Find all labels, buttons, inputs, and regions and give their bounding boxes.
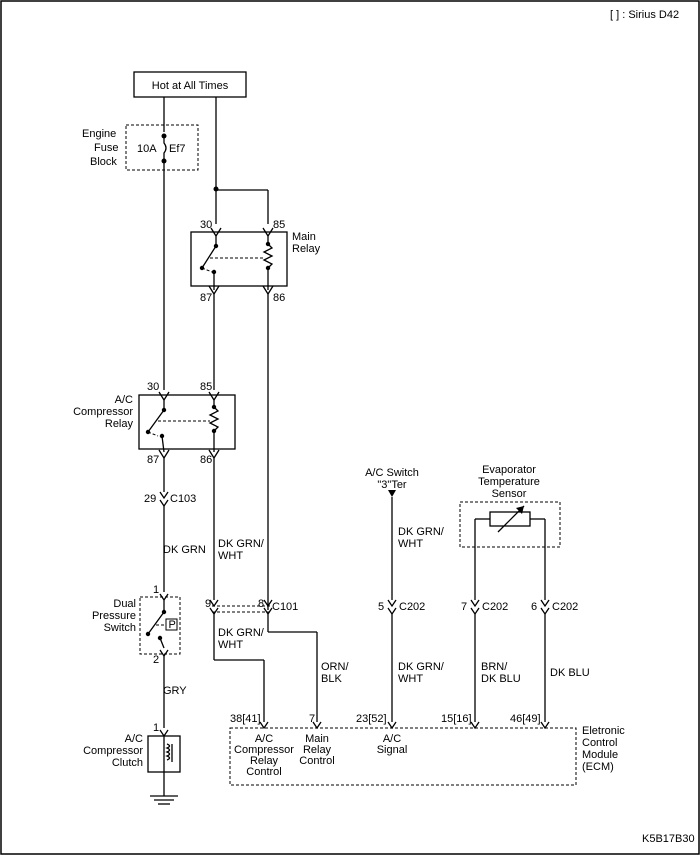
ecm-main-control-l2: Relay: [303, 744, 332, 756]
wire-dkblu: DK BLU: [550, 667, 590, 679]
wire-brndkblu-a: BRN/: [481, 661, 508, 673]
pressure-switch-label-1: Dual: [113, 598, 136, 610]
ecm-label-4: (ECM): [582, 761, 614, 773]
c202-sensor-pin-7: 7: [461, 601, 467, 613]
power-source-box: [133, 71, 247, 98]
pressure-switch-pin-1: 1: [153, 584, 159, 596]
ac-compressor-clutch: 1 A/C Compressor Clutch: [83, 722, 181, 805]
ecm-signal-l2: Signal: [377, 744, 408, 756]
ecm-pin-ac-signal: 23[52]: [356, 713, 387, 725]
main-relay-pin-87: 87: [200, 292, 212, 304]
evap-label-1: Evaporator: [482, 464, 536, 476]
main-relay-label-1: Main: [292, 231, 316, 243]
fuse-block-label-3: Block: [90, 156, 117, 168]
wire-dkgrnwht-4b: WHT: [398, 673, 423, 685]
evap-label-2: Temperature: [478, 476, 540, 488]
ecm-pin-main-relay: 7: [309, 713, 315, 725]
c103-pin: 29: [144, 493, 156, 505]
ecm-relay-control-l2: Compressor: [234, 744, 294, 756]
ecm-label-2: Control: [582, 737, 617, 749]
fuse-id: Ef7: [169, 143, 186, 155]
ac-relay-pin-87: 87: [147, 454, 159, 466]
c202-sensor-label-b: C202: [552, 601, 578, 613]
main-relay-pin-30: 30: [200, 219, 212, 231]
ecm-main-control-l3: Control: [299, 755, 334, 767]
ac-relay-pin-30: 30: [147, 381, 159, 393]
fuse-block-label-2: Fuse: [94, 142, 118, 154]
c101-pin-9: 9: [205, 598, 211, 610]
ecm-pin-relay-control: 38[41]: [230, 713, 261, 725]
wire-dkgrnwht-1b: WHT: [218, 550, 243, 562]
ecm-signal-l1: A/C: [383, 733, 401, 745]
wire-gry: GRY: [163, 685, 187, 697]
ecm-main-control-l1: Main: [305, 733, 329, 745]
legend-note: [ ] : Sirius D42: [610, 9, 679, 21]
wire-dkgrnwht-3b: WHT: [398, 538, 423, 550]
wire-ornblk-b: BLK: [321, 673, 342, 685]
c101-label: C101: [272, 601, 298, 613]
clutch-pin-1: 1: [153, 722, 159, 734]
ecm-relay-control-l4: Control: [246, 766, 281, 778]
wire-ornblk-a: ORN/: [321, 661, 349, 673]
ac-relay-label-2: Compressor: [73, 406, 133, 418]
fuse-rating: 10A: [137, 143, 157, 155]
c101-connector: 9 8 C101: [205, 598, 298, 616]
ecm-pin-sensor-a: 15[16]: [441, 713, 472, 725]
ac-compressor-relay: 30 85 87 86 A/C Compressor Relay: [73, 381, 236, 466]
dual-pressure-switch: 1 P 2 Dual Pressure Switch: [92, 584, 181, 666]
evaporator-temperature-sensor: Evaporator Temperature Sensor 7 C202 6 C…: [459, 464, 590, 722]
pressure-switch-pin-2: 2: [153, 654, 159, 666]
ac-switch-label-1: A/C Switch: [365, 467, 419, 479]
c202-sensor-label-a: C202: [482, 601, 508, 613]
clutch-label-3: Clutch: [112, 757, 143, 769]
c101-pin-8: 8: [258, 598, 264, 610]
fuse-block-label-1: Engine: [82, 128, 116, 140]
ac-relay-pin-86: 86: [200, 454, 212, 466]
ecm-relay-control-l1: A/C: [255, 733, 273, 745]
clutch-label-1: A/C: [125, 733, 143, 745]
wire-dkgrnwht-3a: DK GRN/: [398, 526, 445, 538]
clutch-label-2: Compressor: [83, 745, 143, 757]
wire-brndkblu-b: DK BLU: [481, 673, 521, 685]
pressure-switch-label-3: Switch: [104, 622, 136, 634]
pressure-symbol: P: [169, 619, 176, 631]
wire-dk-grn: DK GRN: [163, 544, 206, 556]
ecm-relay-control-l3: Relay: [250, 755, 279, 767]
wire-dkgrnwht-1a: DK GRN/: [218, 538, 265, 550]
c202-sensor-pin-6: 6: [531, 601, 537, 613]
c202-switch-pin: 5: [378, 601, 384, 613]
ecm-label-3: Module: [582, 749, 618, 761]
main-relay: 30 85 87 86 Main Relay: [190, 219, 321, 304]
wire-dkgrnwht-4a: DK GRN/: [398, 661, 445, 673]
wire-dkgrnwht-2b: WHT: [218, 639, 243, 651]
c202-switch-label: C202: [399, 601, 425, 613]
figure-code: K5B17B30: [642, 833, 695, 845]
main-relay-label-2: Relay: [292, 243, 321, 255]
c103-label: C103: [170, 493, 196, 505]
main-relay-pin-86: 86: [273, 292, 285, 304]
power-source-label: Hot at All Times: [152, 80, 229, 92]
wire-dkgrnwht-2a: DK GRN/: [218, 627, 265, 639]
evap-label-3: Sensor: [492, 488, 527, 500]
ac-switch-label-2: "3"Ter: [377, 479, 407, 491]
main-relay-pin-85: 85: [273, 219, 285, 231]
ac-relay-label-3: Relay: [105, 418, 134, 430]
ac-relay-label-1: A/C: [115, 394, 133, 406]
ecm-label-1: Eletronic: [582, 725, 625, 737]
ac-switch: A/C Switch "3"Ter DK GRN/ WHT 5 C202 DK …: [365, 467, 445, 722]
ecm-pin-sensor-b: 46[49]: [510, 713, 541, 725]
pressure-switch-label-2: Pressure: [92, 610, 136, 622]
fuse-block: Engine Fuse Block 10A Ef7: [82, 97, 199, 390]
ac-relay-pin-85: 85: [200, 381, 212, 393]
ecm-module: 38[41] 7 23[52] 15[16] 46[49] A/C Compre…: [229, 713, 625, 786]
